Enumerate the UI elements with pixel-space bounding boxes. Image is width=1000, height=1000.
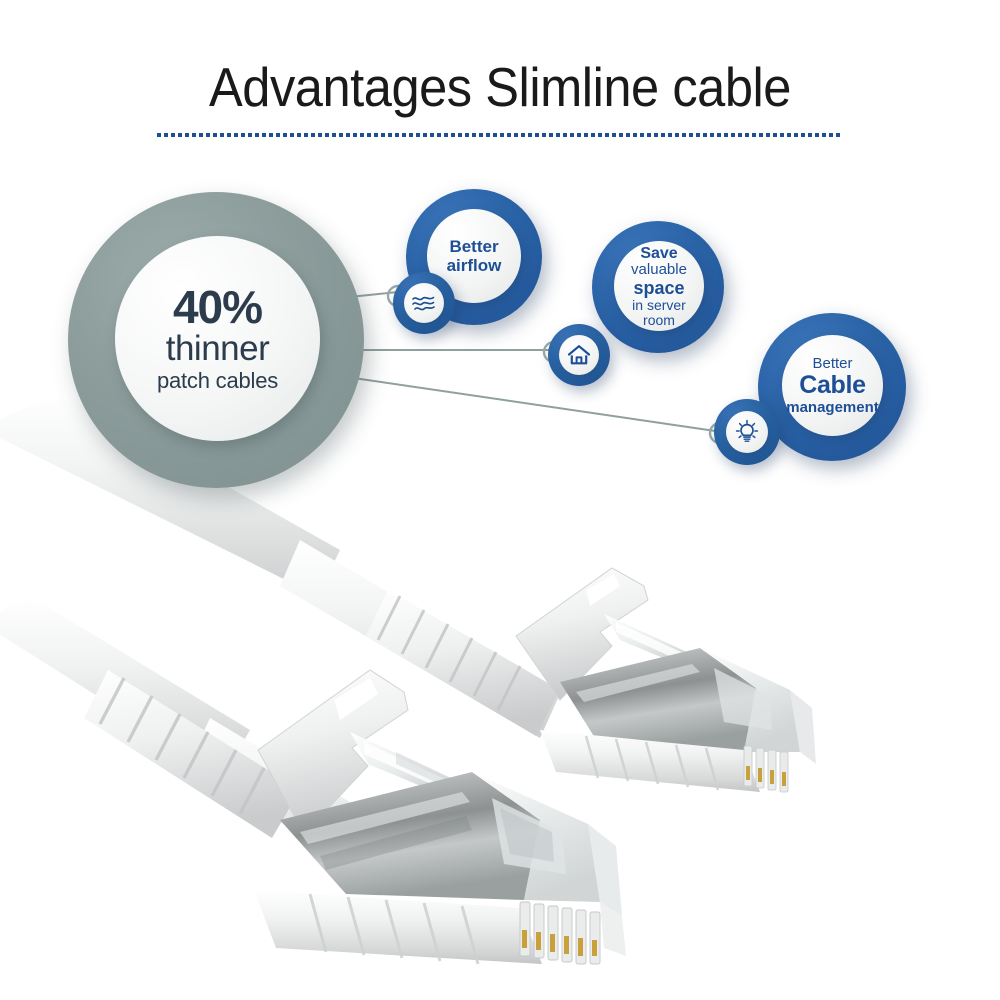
bubble-2-line-3: space	[633, 277, 685, 298]
title-underline-dotted	[157, 133, 843, 137]
cable-illustration	[0, 392, 816, 965]
main-stat-inner: 40% thinner patch cables	[115, 236, 320, 441]
cable-back	[0, 392, 816, 793]
icon-circle-airflow[interactable]	[393, 272, 455, 334]
bubble-1-line-2: airflow	[446, 256, 502, 275]
product-photo-cables	[0, 392, 1000, 1000]
icon-circle-lightbulb[interactable]	[714, 399, 780, 465]
stat-label: thinner	[165, 328, 270, 368]
bubble-save-space-inner: Save valuable space in server room	[614, 241, 704, 331]
bubble-3-line-1: Better	[812, 355, 853, 372]
bubble-2-line-2: valuable	[631, 260, 687, 278]
page-title: Advantages Slimline cable	[208, 56, 791, 118]
icon-circle-airflow-inner	[404, 283, 444, 323]
icon-circle-house-inner	[559, 335, 599, 375]
stat-sublabel: patch cables	[156, 367, 279, 393]
bubble-cable-management-inner: Better Cable management	[782, 335, 883, 436]
bubble-2-line-1: Save	[640, 244, 678, 262]
main-stat-circle: 40% thinner patch cables	[68, 192, 364, 488]
bubble-cable-management[interactable]: Better Cable management	[758, 313, 906, 461]
bubble-3-line-2: Cable	[799, 371, 866, 399]
icon-circle-house[interactable]	[548, 324, 610, 386]
rj45-contacts-back	[743, 745, 789, 793]
bubble-3-line-3: management	[786, 399, 879, 416]
rj45-contacts-front	[519, 901, 601, 965]
stat-value: 40%	[172, 280, 263, 333]
cable-front	[0, 596, 626, 965]
icon-circle-lightbulb-inner	[726, 411, 768, 453]
bubble-1-line-1: Better	[449, 237, 499, 256]
airflow-waves-icon	[412, 296, 435, 311]
bubble-2-line-4: in server	[632, 296, 686, 313]
lightbulb-idea-icon	[735, 419, 759, 442]
bubble-2-line-5: room	[643, 311, 675, 328]
bubble-save-space[interactable]: Save valuable space in server room	[592, 221, 724, 353]
house-server-icon	[567, 345, 591, 365]
